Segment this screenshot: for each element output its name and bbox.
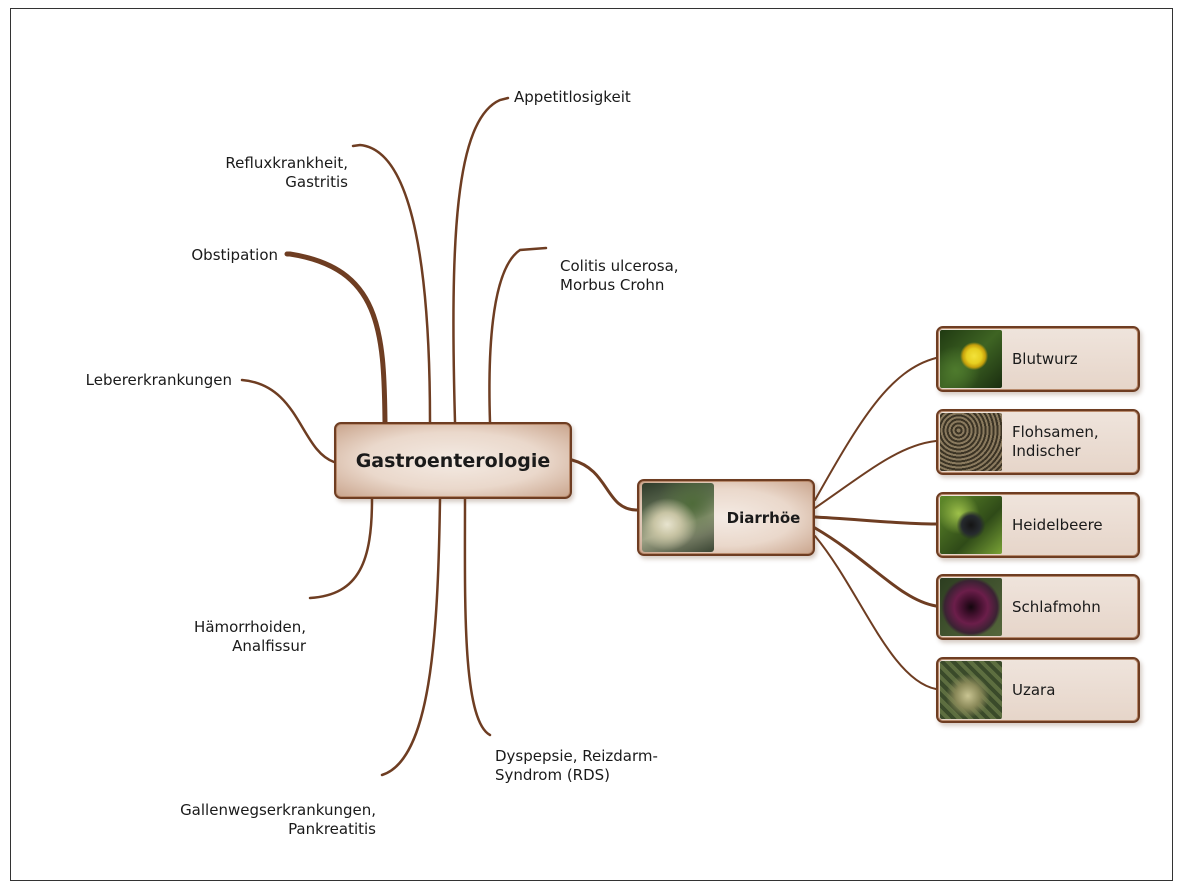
link-schlafmohn [813,526,938,608]
link-diarrhoe [570,458,639,512]
herb-node-flohsamen: Flohsamen, Indischer [936,409,1140,475]
branch-dyspepsie-rds: Dyspepsie, Reizdarm- Syndrom (RDS) [495,747,658,784]
herb-label: Schlafmohn [1012,597,1101,616]
herb-label: Blutwurz [1012,349,1078,368]
branch-colitis-crohn: Colitis ulcerosa, Morbus Crohn [560,257,679,294]
heidelbeere-photo [940,496,1002,554]
blutwurz-photo [940,330,1002,388]
diarrhoe-label: Diarrhöe [726,508,801,527]
diarrhoe-node: Diarrhöe [637,479,815,556]
uzara-photo [940,661,1002,719]
branch-gallenweg-pankreatitis: Gallenwegserkrankungen, Pankreatitis [180,801,376,838]
branch-obstipation: Obstipation [191,246,278,264]
link-gallen [380,497,442,777]
branch-appetitlosigkeit: Appetitlosigkeit [514,88,631,106]
link-leber [240,378,336,464]
central-node: Gastroenterologie [334,422,572,499]
herb-label: Flohsamen, Indischer [1012,423,1099,460]
diarrhoe-photo [642,483,714,552]
link-blutwurz [814,357,937,501]
herb-node-blutwurz: Blutwurz [936,326,1140,392]
schlafmohn-photo [940,578,1002,636]
link-uzara [814,535,937,690]
link-haemorrhoiden [308,497,374,600]
link-reflux [351,143,432,424]
herb-node-uzara: Uzara [936,657,1140,723]
central-node-label: Gastroenterologie [355,449,551,472]
link-heidelbeere [813,515,938,526]
herb-node-schlafmohn: Schlafmohn [936,574,1140,640]
branch-reflux-gastritis: Refluxkrankheit, Gastritis [225,154,348,191]
herb-node-heidelbeere: Heidelbeere [936,492,1140,558]
branch-haemorrhoiden-analfissur: Hämorrhoiden, Analfissur [194,618,306,655]
flohsamen-photo [940,413,1002,471]
link-appetitlosigkeit [452,96,510,424]
herb-label: Heidelbeere [1012,515,1103,534]
branch-lebererkrankungen: Lebererkrankungen [85,371,232,389]
link-flohsamen [814,440,937,509]
herb-label: Uzara [1012,680,1056,699]
link-colitis [488,246,548,424]
link-obstipation [284,251,388,425]
link-dyspepsie [463,497,492,737]
